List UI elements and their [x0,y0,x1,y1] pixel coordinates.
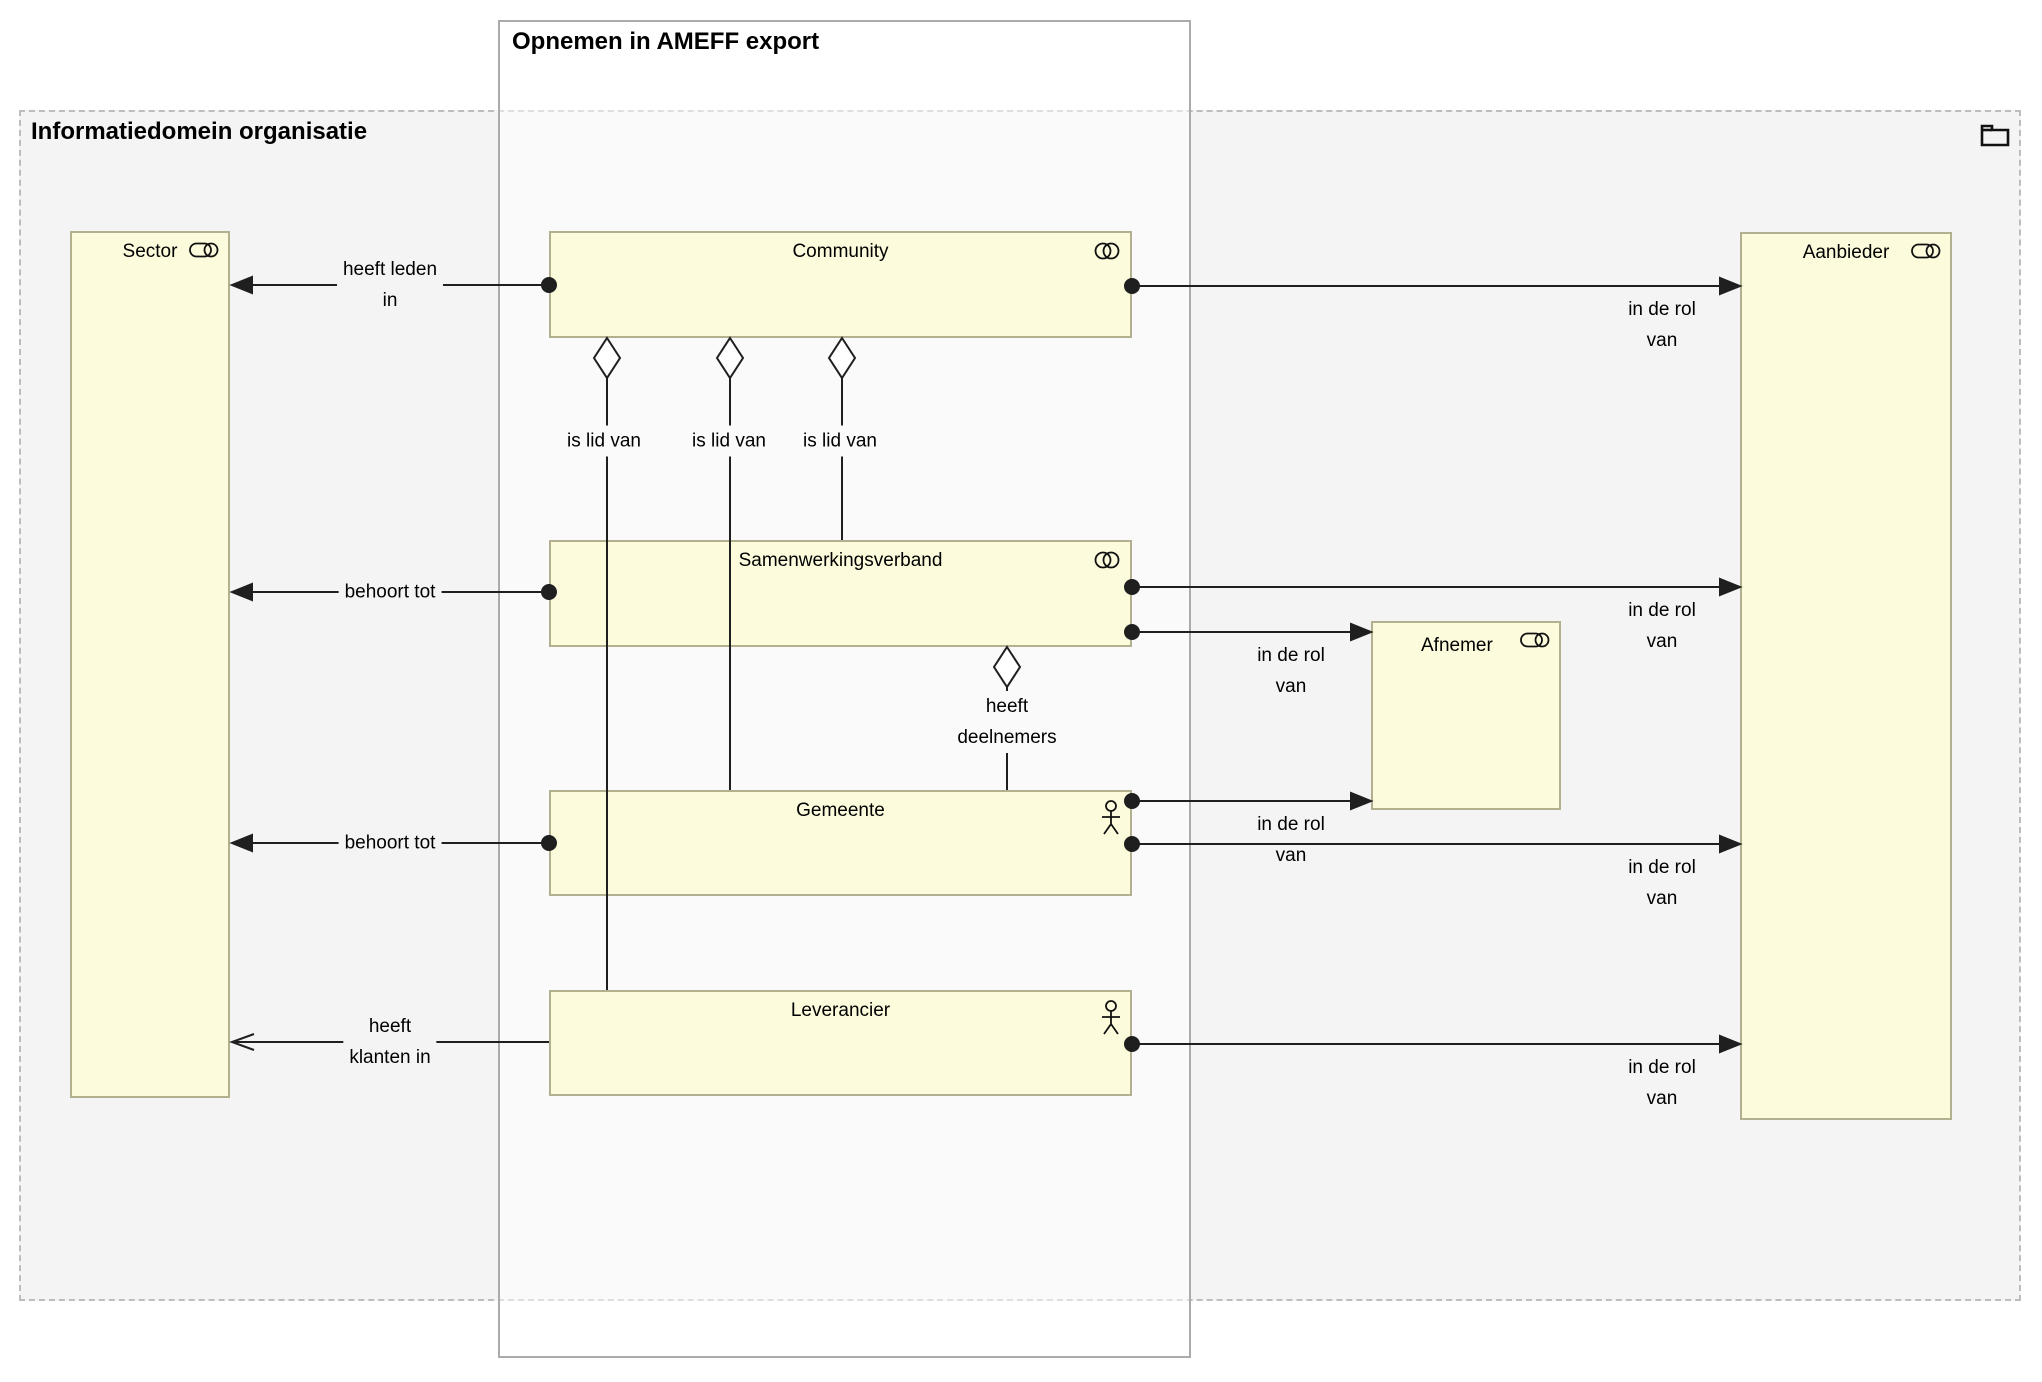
business-role-icon [1910,242,1942,260]
element-label: Sector [122,241,178,262]
element-aanbieder[interactable]: Aanbieder [1740,232,1952,1120]
element-label: Gemeente [796,800,885,821]
relation-label-in-de-rol-van-samenwerkingsverband-aanbieder[interactable]: in de rol van [1628,600,1696,652]
business-collaboration-icon [1092,241,1122,261]
element-label: Leverancier [790,1000,891,1021]
relation-label-heeft-klanten-in[interactable]: heeft klanten in [343,1011,437,1073]
element-label: Community [792,241,889,262]
group-title: Informatiedomein organisatie [31,118,368,145]
element-label: Aanbieder [1802,242,1890,263]
business-role-icon [1519,631,1551,649]
group-opnemen-in-ameff-export[interactable]: Opnemen in AMEFF export [498,20,1191,1358]
business-actor-icon [1100,800,1122,838]
relation-label-heeft-leden-in[interactable]: heeft leden in [336,254,444,316]
business-collaboration-icon [1092,550,1122,570]
element-sector[interactable]: Sector [70,231,230,1098]
relation-label-in-de-rol-van-leverancier-aanbieder[interactable]: in de rol van [1628,1057,1696,1109]
relation-label-is-lid-van-2[interactable]: is lid van [686,425,772,457]
element-afnemer[interactable]: Afnemer [1371,621,1561,810]
relation-label-in-de-rol-van-gemeente-afnemer[interactable]: in de rol van [1257,814,1325,866]
element-label: Samenwerkingsverband [738,550,943,571]
folder-icon [1979,122,2011,153]
relation-label-heeft-deelnemers[interactable]: heeft deelnemers [951,691,1063,753]
relation-label-in-de-rol-van-gemeente-aanbieder[interactable]: in de rol van [1628,857,1696,909]
element-community[interactable]: Community [549,231,1132,338]
element-leverancier[interactable]: Leverancier [549,990,1132,1096]
relation-label-in-de-rol-van-samenwerkingsverband-afnemer[interactable]: in de rol van [1257,645,1325,697]
group-title: Opnemen in AMEFF export [512,28,820,55]
relation-label-behoort-tot-samenwerkingsverband[interactable]: behoort tot [338,576,442,608]
relation-label-is-lid-van-1[interactable]: is lid van [561,425,647,457]
relation-label-in-de-rol-van-community-aanbieder[interactable]: in de rol van [1628,299,1696,351]
element-samenwerkingsverband[interactable]: Samenwerkingsverband [549,540,1132,647]
business-role-icon [188,241,220,259]
relation-label-is-lid-van-3[interactable]: is lid van [797,425,883,457]
element-gemeente[interactable]: Gemeente [549,790,1132,896]
element-label: Afnemer [1421,635,1493,656]
business-actor-icon [1100,1000,1122,1038]
relation-label-behoort-tot-gemeente[interactable]: behoort tot [338,827,442,859]
